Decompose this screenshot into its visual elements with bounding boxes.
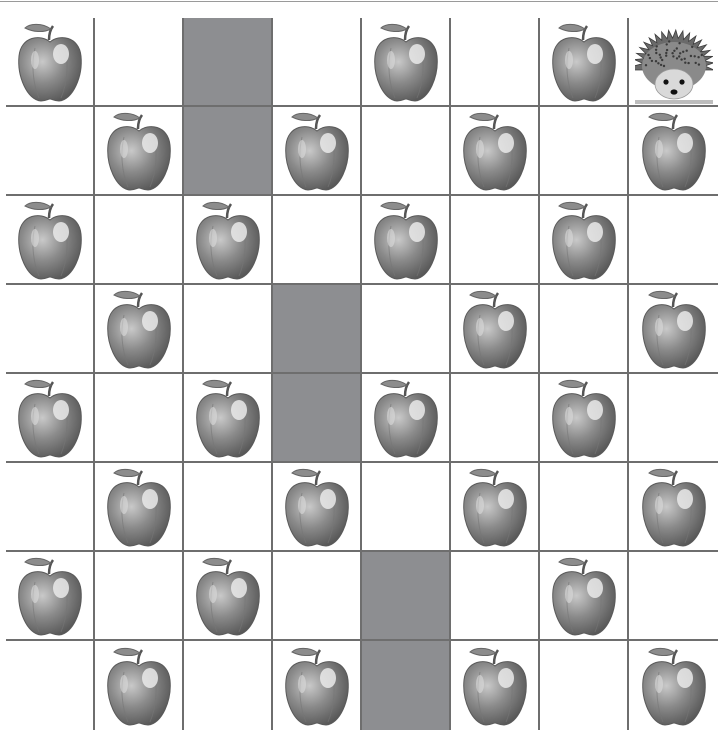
apple-icon	[456, 287, 534, 371]
apple-icon	[545, 198, 623, 282]
board-cell-apple[interactable]	[273, 463, 362, 552]
board-cell-empty[interactable]	[6, 641, 95, 730]
apple-icon	[11, 198, 89, 282]
apple-icon	[367, 20, 445, 104]
apple-icon	[456, 644, 534, 728]
board-cell-apple[interactable]	[451, 463, 540, 552]
apple-icon	[278, 644, 356, 728]
board-cell-apple[interactable]	[362, 196, 451, 285]
board-cell-empty[interactable]	[540, 285, 629, 374]
apple-icon	[100, 109, 178, 193]
apple-icon	[367, 376, 445, 460]
board-cell-apple[interactable]	[6, 196, 95, 285]
board-cell-empty[interactable]	[184, 641, 273, 730]
apple-icon	[11, 20, 89, 104]
board-cell-empty[interactable]	[451, 196, 540, 285]
board-cell-empty[interactable]	[362, 107, 451, 196]
board-cell-blocked[interactable]	[273, 374, 362, 463]
board-cell-empty[interactable]	[6, 107, 95, 196]
apple-icon	[635, 644, 713, 728]
board-cell-apple[interactable]	[451, 641, 540, 730]
board-cell-empty[interactable]	[451, 374, 540, 463]
board-cell-empty[interactable]	[540, 463, 629, 552]
board-cell-empty[interactable]	[540, 641, 629, 730]
board-cell-blocked[interactable]	[184, 107, 273, 196]
board-cell-empty[interactable]	[629, 196, 718, 285]
board-cell-apple[interactable]	[6, 18, 95, 107]
board-cell-apple[interactable]	[629, 641, 718, 730]
apple-icon	[100, 465, 178, 549]
board-cell-apple[interactable]	[184, 196, 273, 285]
board-cell-blocked[interactable]	[273, 285, 362, 374]
board-cell-empty[interactable]	[629, 374, 718, 463]
apple-icon	[635, 287, 713, 371]
board-cell-apple[interactable]	[273, 107, 362, 196]
apple-icon	[456, 465, 534, 549]
board-cell-apple[interactable]	[629, 463, 718, 552]
apple-icon	[545, 20, 623, 104]
board-cell-empty[interactable]	[362, 463, 451, 552]
board-cell-blocked[interactable]	[362, 552, 451, 641]
board-cell-apple[interactable]	[6, 374, 95, 463]
board-cell-apple[interactable]	[95, 285, 184, 374]
board-cell-apple[interactable]	[540, 374, 629, 463]
board-cell-empty[interactable]	[184, 285, 273, 374]
board-cell-empty[interactable]	[629, 552, 718, 641]
board-cell-empty[interactable]	[6, 463, 95, 552]
board-cell-empty[interactable]	[95, 18, 184, 107]
apple-icon	[11, 376, 89, 460]
board-cell-empty[interactable]	[6, 285, 95, 374]
board-cell-apple[interactable]	[629, 107, 718, 196]
board-cell-apple[interactable]	[540, 196, 629, 285]
board-cell-empty[interactable]	[451, 18, 540, 107]
board-cell-apple[interactable]	[451, 285, 540, 374]
board-cell-apple[interactable]	[629, 285, 718, 374]
board-cell-apple[interactable]	[362, 18, 451, 107]
board-cell-apple[interactable]	[184, 374, 273, 463]
top-rule	[0, 1, 718, 2]
apple-icon	[11, 554, 89, 638]
board-cell-blocked[interactable]	[184, 18, 273, 107]
apple-icon	[456, 109, 534, 193]
board-cell-hedgehog[interactable]	[629, 18, 718, 107]
board-cell-blocked[interactable]	[362, 641, 451, 730]
board-cell-apple[interactable]	[95, 107, 184, 196]
board-cell-empty[interactable]	[540, 107, 629, 196]
board-cell-apple[interactable]	[95, 641, 184, 730]
apple-icon	[100, 287, 178, 371]
apple-icon	[278, 465, 356, 549]
board-cell-empty[interactable]	[95, 374, 184, 463]
board-cell-apple[interactable]	[540, 18, 629, 107]
apple-icon	[189, 554, 267, 638]
apple-icon	[635, 465, 713, 549]
board-cell-apple[interactable]	[273, 641, 362, 730]
board-cell-empty[interactable]	[451, 552, 540, 641]
board-cell-empty[interactable]	[362, 285, 451, 374]
board-cell-apple[interactable]	[95, 463, 184, 552]
apple-icon	[100, 644, 178, 728]
board-cell-empty[interactable]	[95, 196, 184, 285]
board-cell-empty[interactable]	[273, 18, 362, 107]
apple-icon	[545, 376, 623, 460]
board-cell-empty[interactable]	[273, 552, 362, 641]
board-cell-empty[interactable]	[95, 552, 184, 641]
hedgehog-icon	[635, 20, 713, 104]
apple-icon	[278, 109, 356, 193]
board-cell-apple[interactable]	[540, 552, 629, 641]
game-board	[6, 18, 718, 729]
board-cell-apple[interactable]	[184, 552, 273, 641]
apple-icon	[635, 109, 713, 193]
board-cell-empty[interactable]	[184, 463, 273, 552]
apple-icon	[189, 198, 267, 282]
apple-icon	[545, 554, 623, 638]
apple-icon	[367, 198, 445, 282]
board-cell-apple[interactable]	[362, 374, 451, 463]
board-cell-empty[interactable]	[273, 196, 362, 285]
board-cell-apple[interactable]	[6, 552, 95, 641]
board-cell-apple[interactable]	[451, 107, 540, 196]
apple-icon	[189, 376, 267, 460]
